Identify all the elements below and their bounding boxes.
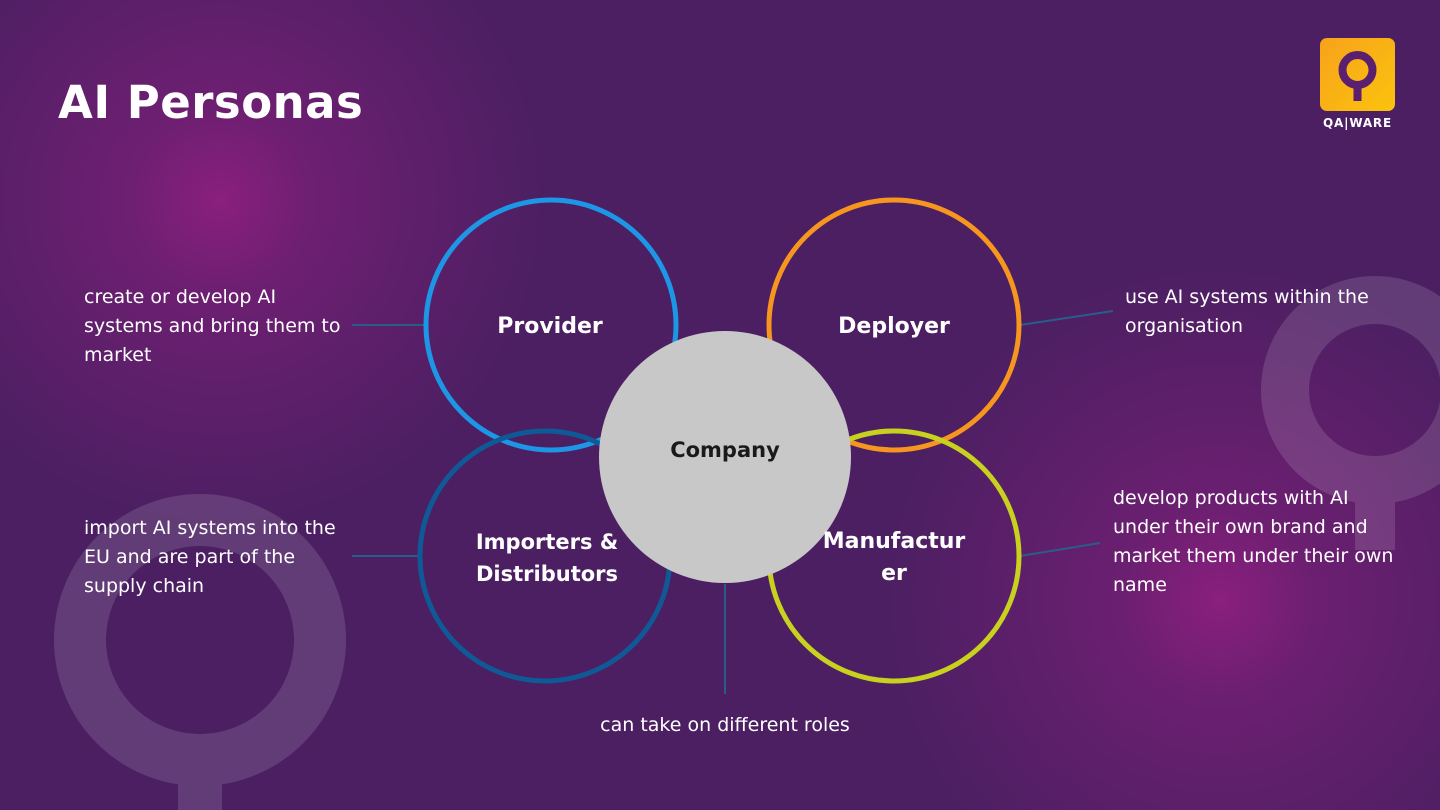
label-importers-distributors: Importers & Distributors <box>475 530 619 586</box>
label-provider: Provider <box>497 314 603 339</box>
label-deployer: Deployer <box>838 314 950 339</box>
ring-deployer <box>766 197 1022 453</box>
company-logo: QA|WARE <box>1320 38 1395 133</box>
company-circle <box>599 331 851 583</box>
logo-badge <box>1320 38 1395 111</box>
connector-deployer <box>1019 310 1114 326</box>
description-manufacturer: develop products with AI under their own… <box>1113 487 1394 596</box>
description-provider: create or develop AI systems and bring t… <box>84 286 341 366</box>
description-deployer: use AI systems within the organisation <box>1125 286 1369 337</box>
watermark-pin-left-icon <box>54 494 346 786</box>
ring-provider <box>423 197 679 453</box>
description-company: can take on different roles <box>600 714 850 736</box>
watermark-pin-right-icon <box>1261 276 1440 504</box>
label-company: Company <box>670 438 780 462</box>
description-importers-distributors: import AI systems into the EU and are pa… <box>84 517 336 597</box>
logo-wordmark: QA|WARE <box>1323 116 1392 130</box>
label-manufacturer: Manufacturer <box>822 529 966 586</box>
slide-title: AI Personas <box>58 76 364 129</box>
location-pin-icon <box>1338 51 1377 101</box>
connector-manufacturer <box>1019 542 1101 557</box>
